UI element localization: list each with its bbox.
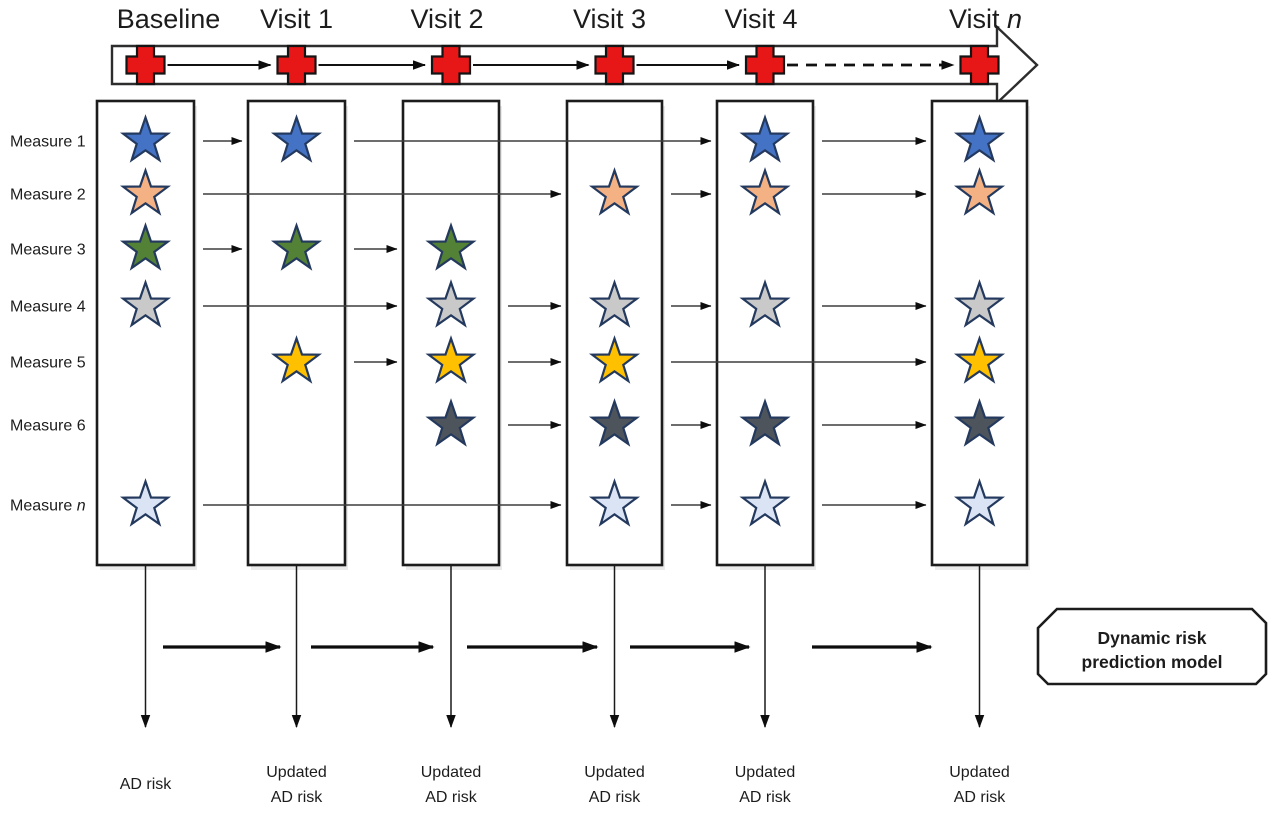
measure-label-mn: Measure n [10, 498, 86, 515]
star-icon [953, 335, 1006, 384]
measure-label-m6: Measure 6 [10, 418, 86, 435]
medical-cross-icon [594, 44, 635, 86]
star-icon [588, 398, 641, 447]
risk-label-visitn-line2: AD risk [954, 789, 1007, 806]
star-icon [953, 279, 1006, 328]
visit-label-visitn: Visit n [949, 4, 1022, 34]
visit-column-visit2 [401, 99, 501, 567]
medical-cross-icon [430, 44, 472, 86]
risk-label-visitn-line1: Updated [949, 764, 1010, 781]
risk-label-baseline-line1: AD risk [120, 776, 173, 793]
visit-label-baseline: Baseline [117, 4, 221, 34]
visit-column-visit1 [246, 99, 347, 567]
model-box-line1: Dynamic risk [1098, 628, 1207, 648]
risk-label-visit4-line2: AD risk [739, 789, 792, 806]
star-icon [739, 114, 791, 163]
visit-label-visit4: Visit 4 [724, 4, 797, 34]
visit-label-visit2: Visit 2 [410, 4, 483, 34]
star-icon [953, 478, 1006, 527]
visit-label-visit3: Visit 3 [573, 4, 646, 34]
measure-label-m4: Measure 4 [10, 299, 86, 316]
star-icon [270, 335, 323, 384]
star-icon [739, 167, 791, 216]
measure-label-m3: Measure 3 [10, 242, 86, 259]
medical-cross-icon [959, 44, 1000, 86]
star-icon [739, 398, 791, 447]
star-icon [739, 478, 791, 527]
star-icon [588, 167, 641, 216]
risk-label-visit2-line1: Updated [421, 764, 482, 781]
star-icon [119, 478, 172, 527]
star-icon [953, 398, 1006, 447]
star-icon [425, 222, 477, 271]
star-icon [953, 167, 1006, 216]
measure-label-m2: Measure 2 [10, 187, 86, 204]
star-icon [119, 222, 172, 271]
medical-cross-icon [276, 44, 317, 86]
medical-cross-icon [744, 44, 786, 86]
star-icon [119, 114, 172, 163]
risk-label-visit3-line1: Updated [584, 764, 645, 781]
star-icon [270, 114, 323, 163]
star-icon [588, 279, 641, 328]
star-icon [739, 279, 791, 328]
risk-label-visit4-line1: Updated [735, 764, 796, 781]
star-icon [588, 335, 641, 384]
risk-label-visit1-line1: Updated [266, 764, 327, 781]
star-icon [119, 279, 172, 328]
star-icon [588, 478, 641, 527]
star-icon [425, 279, 477, 328]
star-icon [425, 335, 477, 384]
star-icon [119, 167, 172, 216]
visit-label-visit1: Visit 1 [260, 4, 333, 34]
measure-label-m5: Measure 5 [10, 355, 86, 372]
model-box [1036, 607, 1268, 686]
risk-label-visit2-line2: AD risk [425, 789, 478, 806]
star-icon [270, 222, 323, 271]
risk-label-visit3-line2: AD risk [589, 789, 642, 806]
risk-label-visit1-line2: AD risk [271, 789, 324, 806]
medical-cross-icon [125, 44, 166, 86]
model-box-line2: prediction model [1082, 652, 1223, 672]
measure-label-m1: Measure 1 [10, 134, 86, 151]
star-icon [953, 114, 1006, 163]
star-icon [425, 398, 477, 447]
